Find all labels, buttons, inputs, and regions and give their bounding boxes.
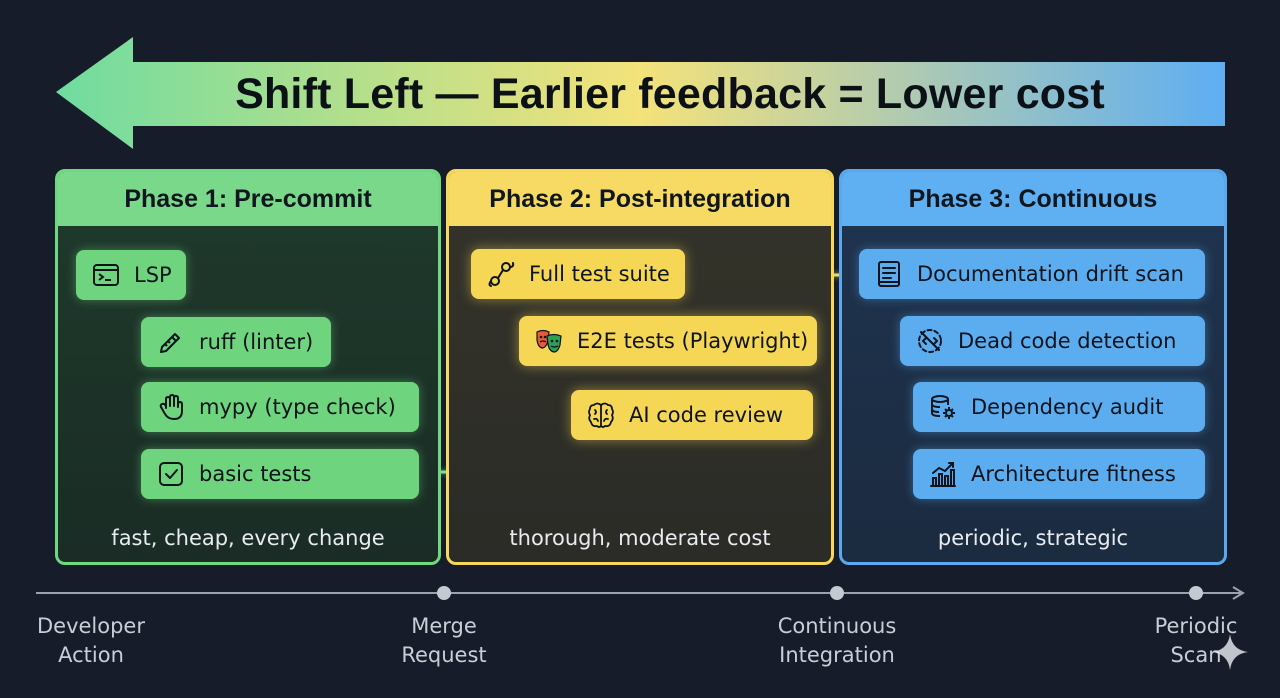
timeline-label-line1: Merge — [411, 614, 477, 638]
phase-2-panel: Phase 2: Post-integration thorough, mode… — [446, 169, 834, 565]
shift-left-arrow — [56, 37, 1225, 149]
phase-3-panel: Phase 3: Continuous periodic, strategic — [839, 169, 1227, 565]
phase-2-footer: thorough, moderate cost — [509, 526, 771, 550]
phase-1-title: Phase 1: Pre-commit — [58, 172, 438, 226]
item-label: basic tests — [199, 462, 312, 486]
timeline-dot-merge — [437, 586, 451, 600]
timeline-label-line2: Integration — [779, 643, 895, 667]
hand-icon — [155, 391, 187, 423]
timeline-label-line2: Scan — [1170, 643, 1222, 667]
dead-code-icon — [914, 325, 946, 357]
item-lsp: LSP — [76, 250, 186, 300]
timeline-label-merge-request: Merge Request — [344, 612, 544, 670]
timeline-label-line2: Action — [58, 643, 124, 667]
checkbox-icon — [155, 458, 187, 490]
item-label: LSP — [134, 263, 172, 287]
item-architecture-fitness: Architecture fitness — [913, 449, 1205, 499]
database-gear-icon — [927, 391, 959, 423]
terminal-icon — [90, 259, 122, 291]
timeline-dot-ci — [830, 586, 844, 600]
timeline-arrowhead-icon — [1232, 586, 1245, 600]
bar-chart-icon — [927, 458, 959, 490]
item-dead-code-detection: Dead code detection — [900, 316, 1205, 366]
item-label: Architecture fitness — [971, 462, 1176, 486]
timeline-label-continuous-integration: Continuous Integration — [737, 612, 937, 670]
phase-3-footer: periodic, strategic — [937, 526, 1129, 550]
timeline-label-line2: Request — [401, 643, 487, 667]
item-label: Documentation drift scan — [917, 262, 1184, 286]
timeline-label-developer-action: Developer Action — [0, 612, 191, 670]
timeline-axis — [36, 592, 1242, 594]
brain-icon — [585, 399, 617, 431]
phase-3-title: Phase 3: Continuous — [842, 172, 1224, 226]
timeline-label-line1: Periodic — [1154, 614, 1238, 638]
item-mypy: mypy (type check) — [141, 382, 419, 432]
item-label: ruff (linter) — [199, 330, 314, 354]
item-documentation-drift-scan: Documentation drift scan — [859, 249, 1205, 299]
item-ai-code-review: AI code review — [571, 390, 813, 440]
item-ruff: ruff (linter) — [141, 317, 331, 367]
phase-1-panel: Phase 1: Pre-commit fast, cheap, every c… — [55, 169, 441, 565]
pencil-icon — [155, 326, 187, 358]
timeline-label-periodic-scan: Periodic Scan — [1096, 612, 1280, 670]
phase-2-title: Phase 2: Post-integration — [449, 172, 831, 226]
theater-masks-icon — [533, 325, 565, 357]
timeline-label-line1: Developer — [36, 614, 145, 638]
phase-1-footer: fast, cheap, every change — [111, 526, 385, 550]
timeline-dot-periodic — [1189, 586, 1203, 600]
item-label: E2E tests (Playwright) — [577, 329, 809, 353]
item-label: AI code review — [629, 403, 784, 427]
item-basic-tests: basic tests — [141, 449, 419, 499]
flow-icon — [485, 258, 517, 290]
timeline-label-line1: Continuous — [777, 614, 897, 638]
item-label: Full test suite — [529, 262, 670, 286]
item-full-test-suite: Full test suite — [471, 249, 685, 299]
item-dependency-audit: Dependency audit — [913, 382, 1205, 432]
item-label: Dead code detection — [958, 329, 1177, 353]
banner-title: Shift Left — Earlier feedback = Lower co… — [235, 69, 1105, 118]
item-label: mypy (type check) — [199, 395, 396, 419]
sparkle-icon — [1212, 634, 1248, 670]
item-label: Dependency audit — [971, 395, 1164, 419]
item-e2e-tests: E2E tests (Playwright) — [519, 316, 817, 366]
document-icon — [873, 258, 905, 290]
